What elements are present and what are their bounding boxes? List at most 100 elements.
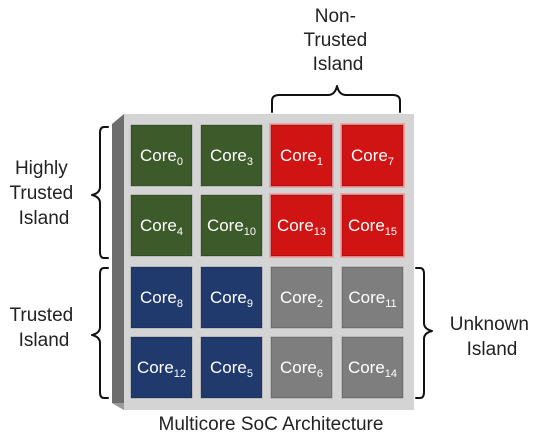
non-trusted-brace [271, 85, 401, 113]
core-label: Core14 [348, 358, 397, 380]
core-label: Core1 [280, 146, 323, 168]
core-label-base: Core [140, 288, 177, 307]
highly-trusted-brace [91, 126, 109, 259]
core-tile: Core7 [340, 123, 405, 188]
core-label-base: Core [280, 146, 317, 165]
core-label-subscript: 13 [314, 226, 326, 238]
highly-trusted-line-2: Trusted [10, 183, 74, 204]
core-label-base: Core [210, 288, 247, 307]
core-label: Core5 [210, 358, 253, 380]
core-tile: Core9 [200, 266, 263, 329]
core-label-subscript: 4 [177, 226, 183, 238]
diagram-caption: Multicore SoC Architecture [159, 414, 384, 435]
core-box [200, 336, 263, 399]
non-trusted-line-3: Island [313, 54, 364, 75]
core-label-subscript: 2 [317, 298, 323, 310]
core-label-base: Core [280, 288, 317, 307]
core-box [341, 336, 404, 399]
core-box [341, 124, 404, 187]
core-label: Core0 [140, 146, 183, 168]
unknown-line-1: Unknown [450, 314, 529, 335]
highly-trusted-island-label: Highly Trusted Island [10, 158, 79, 229]
core-tile: Core15 [340, 193, 405, 258]
core-label-subscript: 11 [385, 298, 396, 310]
core-label-base: Core [210, 358, 247, 377]
unknown-line-2: Island [467, 339, 518, 360]
core-box [130, 266, 193, 329]
core-label-base: Core [280, 358, 317, 377]
core-tile: Core2 [270, 266, 333, 329]
core-tile: Core13 [269, 193, 334, 258]
board-left-edge [112, 114, 124, 410]
core-label: Core7 [351, 146, 394, 168]
core-box [200, 194, 263, 257]
trusted-brace [91, 267, 109, 399]
core-box [270, 194, 333, 257]
core-label: Core6 [280, 358, 323, 380]
core-label: Core4 [140, 216, 183, 238]
core-label-base: Core [140, 216, 177, 235]
core-label-subscript: 10 [244, 226, 256, 238]
trusted-line-1: Trusted [10, 305, 74, 326]
core-box [341, 194, 404, 257]
unknown-island-label: Unknown Island [450, 314, 535, 360]
core-label-base: Core [351, 146, 388, 165]
core-label-base: Core [140, 146, 177, 165]
core-label: Core2 [280, 288, 323, 310]
core-label-subscript: 14 [385, 368, 397, 380]
core-label-base: Core [348, 288, 385, 307]
core-label-subscript: 0 [177, 156, 183, 168]
core-label-subscript: 5 [247, 368, 253, 380]
non-trusted-island-label: Non- Trusted Island [304, 6, 373, 75]
core-tile: Core6 [270, 336, 333, 399]
core-tile: Core10 [200, 194, 263, 257]
core-label-base: Core [137, 358, 174, 377]
core-tile: Core3 [200, 124, 263, 187]
core-label-base: Core [277, 216, 314, 235]
core-box [341, 266, 404, 329]
core-label: Core15 [348, 216, 397, 238]
core-label-subscript: 7 [388, 156, 394, 168]
core-label-base: Core [207, 216, 244, 235]
core-label: Core10 [207, 216, 256, 238]
core-label-subscript: 1 [317, 156, 323, 168]
core-label-subscript: 6 [317, 368, 323, 380]
core-box [200, 124, 263, 187]
core-tile: Core1 [269, 123, 334, 188]
core-label: Core8 [140, 288, 183, 310]
core-tile: Core14 [341, 336, 404, 399]
trusted-island-label: Trusted Island [10, 305, 79, 351]
core-label-subscript: 9 [247, 298, 253, 310]
core-box [270, 124, 333, 187]
core-tile: Core4 [130, 194, 193, 257]
core-label-subscript: 12 [174, 368, 186, 380]
non-trusted-line-2: Trusted [304, 30, 368, 51]
trusted-line-2: Island [19, 330, 70, 351]
core-tile: Core8 [130, 266, 193, 329]
core-tile: Core11 [341, 266, 404, 329]
highly-trusted-line-3: Island [19, 208, 70, 229]
core-tile: Core0 [130, 124, 193, 187]
core-box [270, 266, 333, 329]
core-label-subscript: 15 [385, 226, 397, 238]
core-box [130, 336, 193, 399]
core-box [130, 194, 193, 257]
core-label: Core3 [210, 146, 253, 168]
core-label: Core11 [348, 288, 396, 310]
core-box [130, 124, 193, 187]
core-tile: Core5 [200, 336, 263, 399]
core-label-subscript: 8 [177, 298, 183, 310]
core-label-base: Core [210, 146, 247, 165]
core-tile: Core12 [130, 336, 193, 399]
non-trusted-line-1: Non- [315, 6, 356, 27]
core-label-base: Core [348, 358, 385, 377]
core-label: Core12 [137, 358, 186, 380]
core-label-base: Core [348, 216, 385, 235]
core-label-subscript: 3 [247, 156, 253, 168]
unknown-brace [415, 267, 433, 399]
highly-trusted-line-1: Highly [15, 158, 68, 179]
core-label: Core13 [277, 216, 326, 238]
core-box [200, 266, 263, 329]
